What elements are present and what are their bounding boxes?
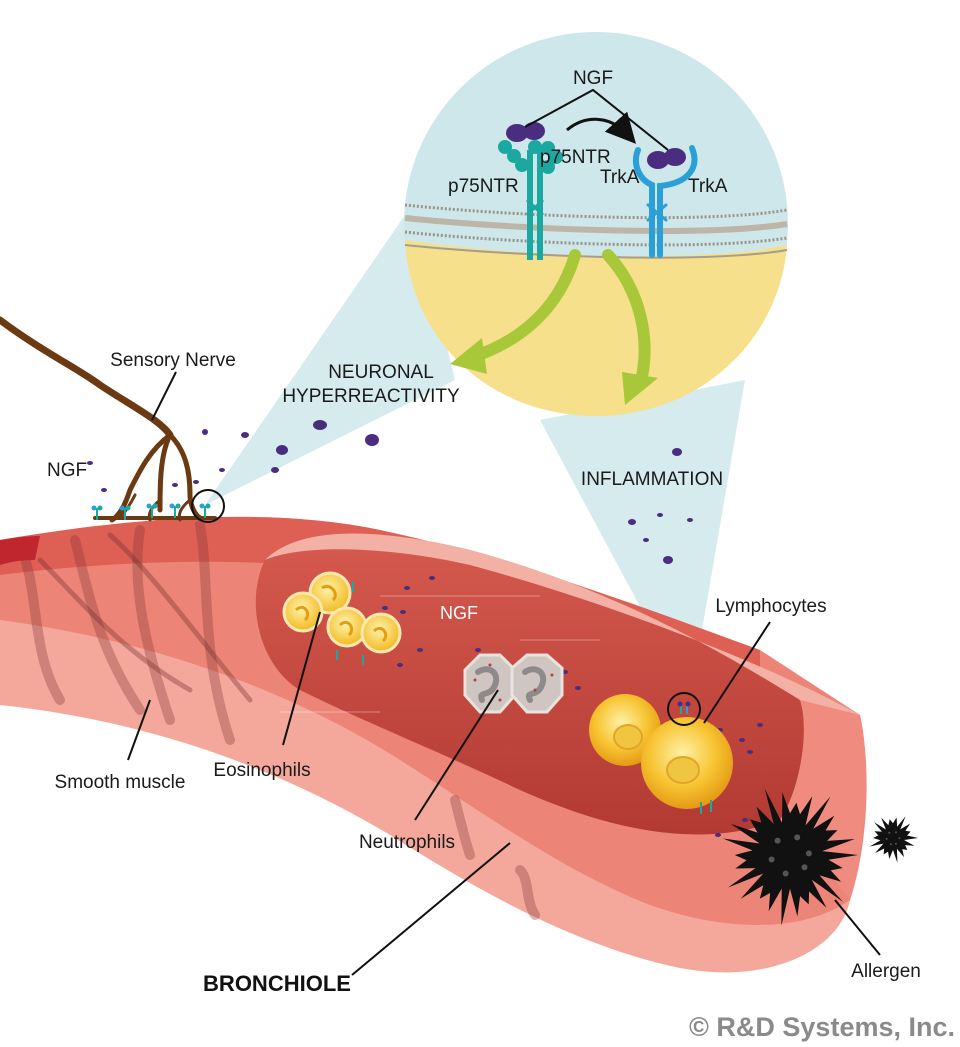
label-smooth-muscle: Smooth muscle xyxy=(55,772,186,793)
ngf-bracket xyxy=(524,88,669,151)
label-ngf-left: NGF xyxy=(47,460,87,481)
allergen-texture xyxy=(898,837,901,840)
allergen-body xyxy=(869,816,919,863)
leader-lines xyxy=(127,371,881,976)
label-inflammation: INFLAMMATION xyxy=(581,469,723,490)
lymphocyte-receptor xyxy=(677,701,691,714)
label-neuronal-line2: HYPERREACTIVITY xyxy=(282,386,460,407)
nerve-receptors xyxy=(91,503,211,520)
nerve-zoom-circle xyxy=(191,489,225,523)
signal-arrow-neuronal xyxy=(450,249,581,374)
label-ngf-top: NGF xyxy=(573,68,613,89)
neutrophils xyxy=(463,653,564,714)
eosinophil-cell xyxy=(282,591,324,633)
label-allergen: Allergen xyxy=(851,961,921,982)
allergen-texture xyxy=(794,834,801,841)
allergen-texture xyxy=(805,850,812,857)
label-lymphocytes: Lymphocytes xyxy=(715,596,826,617)
copyright-notice: © R&D Systems, Inc. xyxy=(689,1012,955,1042)
eosinophil-cell xyxy=(326,606,368,648)
allergen-body xyxy=(722,788,858,926)
allergen-texture xyxy=(895,831,897,834)
zoom-cone-left xyxy=(205,205,455,505)
trka-receptor xyxy=(632,145,698,258)
bronchiole-tube xyxy=(0,516,867,973)
label-neutrophils: Neutrophils xyxy=(359,832,455,853)
lymphocyte-cell xyxy=(589,694,661,766)
allergen-large xyxy=(722,788,858,926)
label-p75ntr-left: p75NTR xyxy=(448,176,519,197)
sensory-nerve xyxy=(0,316,217,523)
allergen-texture xyxy=(774,837,781,844)
lymphocytes xyxy=(589,694,733,814)
magnified-bubble xyxy=(404,32,788,416)
signal-arrow-inflammation xyxy=(602,249,658,405)
label-trka-left: TrkA xyxy=(600,167,640,188)
trka-ngf xyxy=(647,148,686,169)
allergen-texture xyxy=(801,864,808,871)
allergen-texture xyxy=(894,842,897,845)
p75ntr-receptor xyxy=(498,122,563,260)
label-ngf-lumen: NGF xyxy=(440,603,478,623)
label-p75ntr-right: p75NTR xyxy=(540,147,611,168)
allergen-texture xyxy=(885,837,888,840)
zoom-cone-right xyxy=(540,380,745,700)
allergen-texture xyxy=(889,843,892,846)
allergen-small xyxy=(869,816,919,863)
translocation-arrow xyxy=(566,111,637,144)
eosinophils xyxy=(282,571,402,665)
lymphocyte-cell xyxy=(641,717,733,809)
allergen-texture xyxy=(782,870,789,877)
label-neuronal-line1: NEURONAL xyxy=(328,362,434,383)
allergen-texture xyxy=(768,856,775,863)
lymphocyte-zoom-circle xyxy=(667,692,701,726)
allergen-texture xyxy=(888,831,891,834)
eosinophil-cell xyxy=(360,612,402,654)
ngf-particles xyxy=(87,420,763,837)
label-bronchiole: BRONCHIOLE xyxy=(203,971,351,996)
label-sensory-nerve: Sensory Nerve xyxy=(110,350,236,371)
label-eosinophils: Eosinophils xyxy=(213,760,310,781)
label-trka-right: TrkA xyxy=(688,176,728,197)
neutrophil-cell xyxy=(510,653,564,714)
